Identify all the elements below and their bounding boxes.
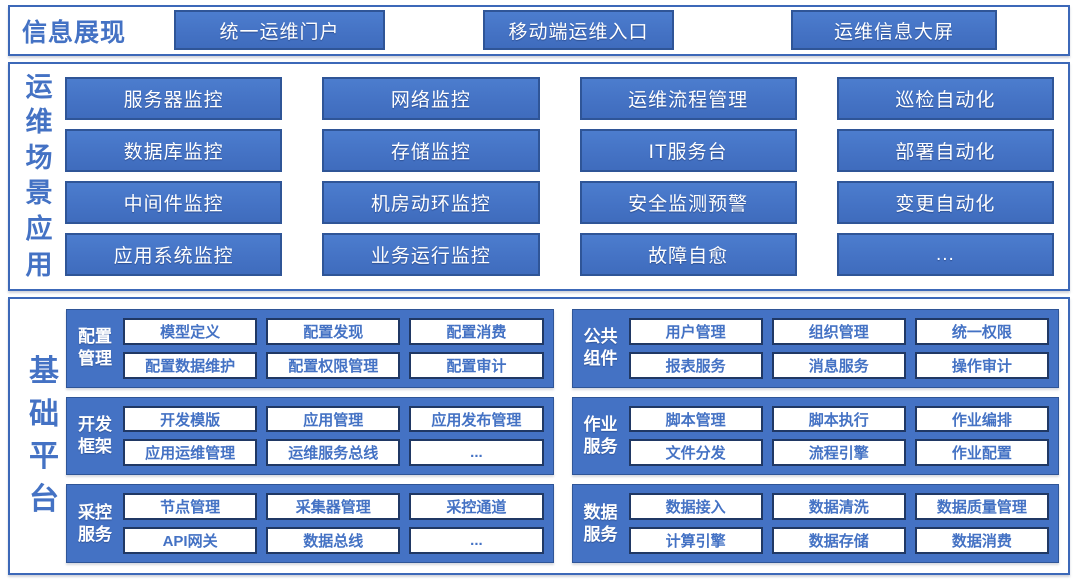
- scenario-tile: 服务器监控: [65, 77, 283, 120]
- module-button: 运维服务总线: [266, 439, 401, 467]
- module-button: 配置权限管理: [266, 351, 401, 379]
- group-label: 配置管理: [78, 327, 112, 369]
- section-label-scenarios: 运维场景应用: [25, 71, 53, 280]
- scenario-tile: 应用系统监控: [65, 233, 283, 276]
- module-button-ellipsis: ...: [409, 439, 544, 467]
- module-button: 采集器管理: [266, 493, 401, 521]
- module-button: 文件分发: [628, 439, 763, 467]
- module-button: 数据消费: [914, 527, 1049, 554]
- display-tile-unified-portal: 统一运维门户: [174, 10, 385, 50]
- scenario-column-automation: 巡检自动化 部署自动化 变更自动化 ...: [836, 77, 1054, 276]
- module-button: 计算引擎: [628, 527, 763, 554]
- module-button: API网关: [123, 527, 258, 554]
- module-button: 数据接入: [628, 493, 763, 521]
- module-button: 流程引擎: [771, 439, 906, 467]
- section-label-platform: 基础平台: [29, 354, 59, 516]
- module-button: 数据清洗: [771, 493, 906, 521]
- scenario-tile: 故障自愈: [579, 233, 797, 276]
- module-button: 操作审计: [914, 351, 1049, 379]
- group-data-services: 数据服务 数据接入 数据清洗 数据质量管理 计算引擎 数据存储 数据消费: [571, 484, 1059, 563]
- section-info-display: 信息展现 统一运维门户 移动端运维入口 运维信息大屏: [8, 5, 1070, 56]
- display-tile-big-screen: 运维信息大屏: [791, 10, 997, 50]
- scenario-tile-ellipsis: ...: [836, 233, 1054, 276]
- module-button: 配置数据维护: [123, 351, 258, 379]
- group-job-services: 作业服务 脚本管理 脚本执行 作业编排 文件分发 流程引擎 作业配置: [571, 396, 1059, 476]
- scenario-tile: 部署自动化: [836, 129, 1054, 172]
- module-button: 模型定义: [123, 318, 258, 345]
- module-button: 数据存储: [771, 527, 906, 554]
- module-button: 应用运维管理: [123, 439, 258, 467]
- group-config-management: 配置管理 模型定义 配置发现 配置消费 配置数据维护 配置权限管理 配置审计: [66, 309, 554, 388]
- group-items: 模型定义 配置发现 配置消费 配置数据维护 配置权限管理 配置审计: [123, 318, 544, 379]
- module-button: 统一权限: [914, 318, 1049, 345]
- group-common-components: 公共组件 用户管理 组织管理 统一权限 报表服务 消息服务 操作审计: [571, 309, 1059, 388]
- scenario-column-monitoring-2: 网络监控 存储监控 机房动环监控 业务运行监控: [322, 77, 540, 276]
- scenario-tile: 中间件监控: [65, 181, 283, 224]
- section-label-info-display: 信息展现: [22, 18, 127, 47]
- module-button: 消息服务: [771, 351, 906, 379]
- module-button: 数据总线: [266, 527, 401, 554]
- module-button: 配置消费: [409, 318, 544, 345]
- scenario-tile: 巡检自动化: [836, 77, 1054, 120]
- module-button: 开发模版: [123, 405, 258, 433]
- group-items: 开发模版 应用管理 应用发布管理 应用运维管理 运维服务总线 ...: [123, 405, 544, 467]
- group-items: 数据接入 数据清洗 数据质量管理 计算引擎 数据存储 数据消费: [628, 493, 1049, 554]
- group-collection-services: 采控服务 节点管理 采集器管理 采控通道 API网关 数据总线 ...: [66, 484, 554, 563]
- module-button: 数据质量管理: [914, 493, 1049, 521]
- module-button: 报表服务: [628, 351, 763, 379]
- module-button: 应用管理: [266, 405, 401, 433]
- group-label: 采控服务: [78, 502, 112, 544]
- scenario-tile: 安全监测预警: [579, 181, 797, 224]
- module-button-ellipsis: ...: [409, 527, 544, 554]
- scenario-tile: 存储监控: [322, 129, 540, 172]
- module-button: 脚本管理: [628, 405, 763, 433]
- module-button: 脚本执行: [771, 405, 906, 433]
- group-items: 用户管理 组织管理 统一权限 报表服务 消息服务 操作审计: [628, 318, 1049, 379]
- scenario-grid: 服务器监控 数据库监控 中间件监控 应用系统监控 网络监控 存储监控 机房动环监…: [65, 77, 1054, 276]
- group-label: 开发框架: [78, 414, 112, 456]
- scenario-tile: 运维流程管理: [579, 77, 797, 120]
- display-tile-mobile-entry: 移动端运维入口: [483, 10, 674, 50]
- scenario-tile: IT服务台: [579, 129, 797, 172]
- module-button: 配置审计: [409, 351, 544, 379]
- group-label: 数据服务: [583, 502, 618, 544]
- group-label: 作业服务: [583, 414, 618, 456]
- scenario-tile: 业务运行监控: [322, 233, 540, 276]
- group-items: 节点管理 采集器管理 采控通道 API网关 数据总线 ...: [123, 493, 544, 554]
- group-items: 脚本管理 脚本执行 作业编排 文件分发 流程引擎 作业配置: [628, 405, 1049, 467]
- module-button: 组织管理: [771, 318, 906, 345]
- module-button: 采控通道: [409, 493, 544, 521]
- module-button: 作业配置: [914, 439, 1049, 467]
- scenario-column-process: 运维流程管理 IT服务台 安全监测预警 故障自愈: [579, 77, 797, 276]
- scenario-tile: 网络监控: [322, 77, 540, 120]
- scenario-column-monitoring-1: 服务器监控 数据库监控 中间件监控 应用系统监控: [65, 77, 283, 276]
- scenario-tile: 机房动环监控: [322, 181, 540, 224]
- section-platform: 基础平台 配置管理 模型定义 配置发现 配置消费 配置数据维护 配置权限管理 配…: [8, 297, 1070, 575]
- module-button: 作业编排: [914, 405, 1049, 433]
- group-label: 公共组件: [583, 327, 618, 369]
- scenario-tile: 数据库监控: [65, 129, 283, 172]
- module-button: 用户管理: [628, 318, 763, 345]
- module-button: 节点管理: [123, 493, 258, 521]
- section-scenarios: 运维场景应用 服务器监控 数据库监控 中间件监控 应用系统监控 网络监控 存储监…: [8, 62, 1070, 291]
- module-button: 应用发布管理: [409, 405, 544, 433]
- group-dev-framework: 开发框架 开发模版 应用管理 应用发布管理 应用运维管理 运维服务总线 ...: [66, 396, 554, 476]
- scenario-tile: 变更自动化: [836, 181, 1054, 224]
- module-button: 配置发现: [266, 318, 401, 345]
- platform-grid: 配置管理 模型定义 配置发现 配置消费 配置数据维护 配置权限管理 配置审计 公…: [66, 309, 1059, 563]
